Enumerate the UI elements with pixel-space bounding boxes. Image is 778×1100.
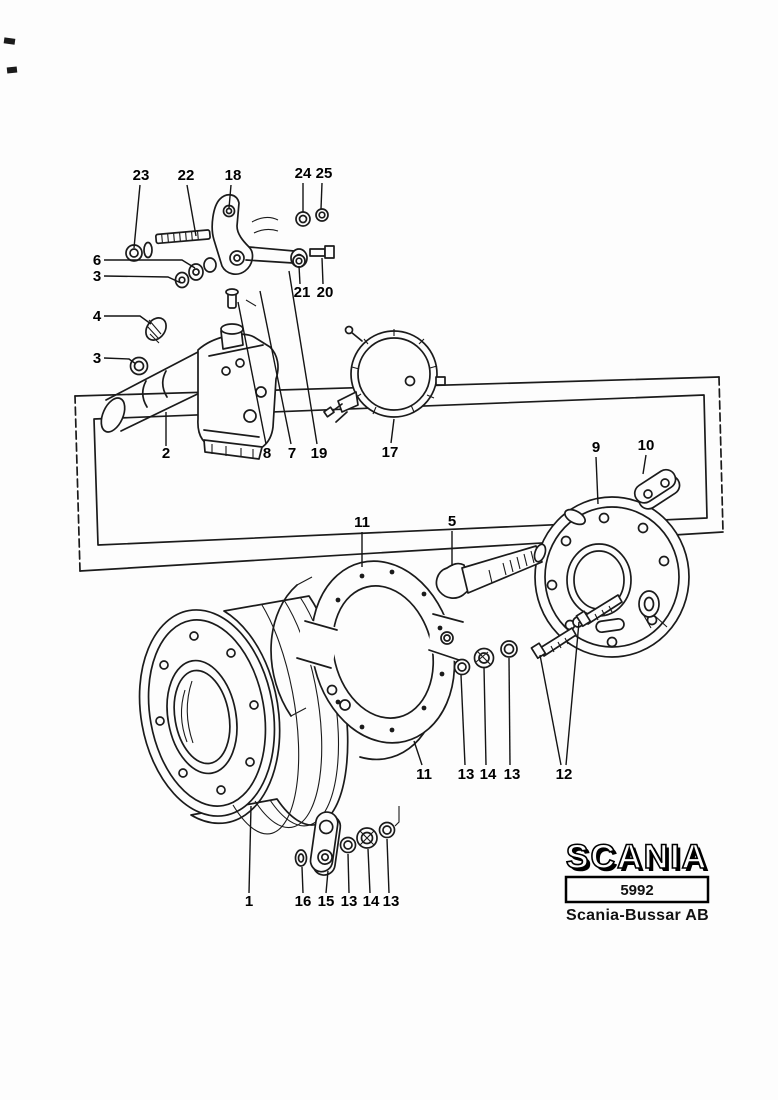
callout-number-14-29: 14 xyxy=(363,893,380,910)
plate-number: 5992 xyxy=(620,882,653,899)
leader-line xyxy=(325,870,329,894)
axle-assembly xyxy=(100,323,279,460)
leader-line xyxy=(386,838,390,894)
callout-number-6-7: 6 xyxy=(93,252,101,269)
leader-line xyxy=(539,654,562,766)
callout-number-16-26: 16 xyxy=(295,893,312,910)
leader-line xyxy=(390,418,395,444)
leader-line xyxy=(320,182,323,210)
leader-line xyxy=(103,357,137,365)
inspection-cover xyxy=(633,468,681,510)
callout-number-11-20: 11 xyxy=(416,766,432,783)
mid-washers xyxy=(453,640,518,676)
callout-number-1-25: 1 xyxy=(245,893,253,910)
leader-line xyxy=(367,848,371,894)
company-name: Scania-Bussar AB xyxy=(566,907,709,924)
callout-number-2-11: 2 xyxy=(162,445,170,462)
callout-number-17-15: 17 xyxy=(382,444,399,461)
leader-line xyxy=(642,454,647,475)
callout-number-4-9: 4 xyxy=(93,308,102,325)
callout-number-23-0: 23 xyxy=(133,167,150,184)
leader-line xyxy=(508,657,511,766)
callout-number-13-21: 13 xyxy=(458,766,475,783)
leader-line xyxy=(104,315,152,325)
callout-number-19-14: 19 xyxy=(311,445,328,462)
callout-number-3-8: 3 xyxy=(93,268,101,285)
leader-line xyxy=(321,257,324,285)
leader-line xyxy=(237,301,267,445)
leader-line xyxy=(595,456,599,505)
callout-number-25-4: 25 xyxy=(316,165,333,182)
bolt-22 xyxy=(154,229,211,245)
leader-line xyxy=(104,259,196,269)
leader-line xyxy=(186,184,197,237)
callout-number-8-12: 8 xyxy=(263,445,271,462)
camshaft xyxy=(435,543,547,599)
leader-line xyxy=(228,184,232,209)
callout-number-12-24: 12 xyxy=(556,766,573,783)
leader-line xyxy=(298,265,301,285)
brake-shoes xyxy=(270,560,464,761)
leader-line xyxy=(288,270,318,445)
scan-artifact xyxy=(3,37,18,74)
callout-number-24-3: 24 xyxy=(295,165,312,182)
spring-pin-4 xyxy=(145,317,167,344)
callout-number-21-5: 21 xyxy=(294,284,311,301)
leader-line xyxy=(259,290,292,445)
callout-number-20-6: 20 xyxy=(317,284,334,301)
brake-backplate xyxy=(534,496,690,658)
scania-logo: SCANIA xyxy=(566,838,708,876)
adjuster-bolts xyxy=(530,594,623,660)
callout-number-7-13: 7 xyxy=(288,445,296,462)
brake-chamber xyxy=(323,325,446,423)
scania-logo-shadow: SCANIA xyxy=(569,841,711,879)
leader-line xyxy=(460,674,466,766)
leader-line xyxy=(133,184,141,249)
callout-number-22-1: 22 xyxy=(178,167,195,184)
leader-line xyxy=(347,853,350,894)
leader-line xyxy=(565,621,580,766)
bottom-parts xyxy=(294,806,400,876)
callout-number-13-28: 13 xyxy=(341,893,358,910)
callout-number-18-2: 18 xyxy=(225,167,242,184)
callout-number-13-23: 13 xyxy=(504,766,521,783)
leader-line xyxy=(248,805,252,894)
callout-number-5-19: 5 xyxy=(448,513,456,530)
leader-line xyxy=(483,666,487,766)
callout-number-3-10: 3 xyxy=(93,350,101,367)
leader-line xyxy=(301,866,304,894)
callout-number-14-22: 14 xyxy=(480,766,497,783)
callout-number-10-17: 10 xyxy=(638,437,655,454)
plate-number-box xyxy=(564,875,710,904)
branding-block: SCANIA SCANIA 5992 Scania-Bussar AB xyxy=(564,837,711,924)
callout-number-11-18: 11 xyxy=(354,514,370,531)
leader-line xyxy=(413,740,423,766)
lock-plate-15 xyxy=(309,811,342,876)
callout-number-13-30: 13 xyxy=(383,893,400,910)
callout-number-9-16: 9 xyxy=(592,439,600,456)
leader-line xyxy=(103,275,182,284)
callout-number-15-27: 15 xyxy=(318,893,335,910)
